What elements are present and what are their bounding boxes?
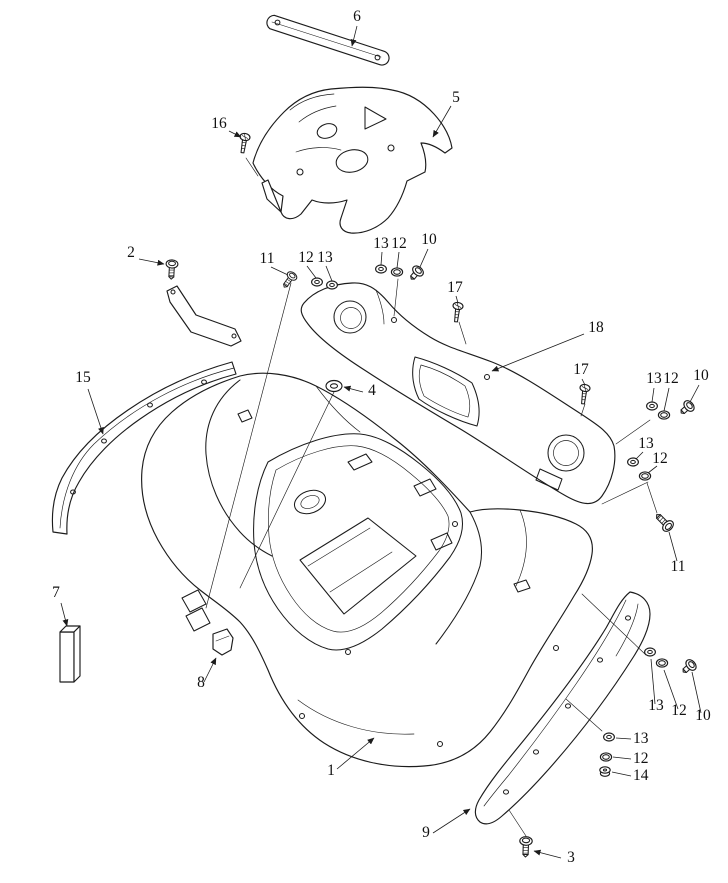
- washer-12-top: [390, 267, 404, 277]
- screw-17-left: [450, 301, 465, 324]
- bolt-3: [518, 835, 533, 858]
- part-label-9: 9: [422, 824, 430, 841]
- part-label-7: 7: [52, 584, 60, 601]
- part-label-5: 5: [452, 89, 460, 106]
- part-label-11-a: 11: [260, 250, 275, 267]
- part-label-8: 8: [197, 674, 205, 691]
- part-label-2: 2: [127, 244, 135, 261]
- washer-12-left: [311, 277, 323, 287]
- assembly-lines: [205, 157, 658, 837]
- bolt-11-left: [279, 269, 299, 291]
- part-label-18: 18: [588, 319, 604, 336]
- washer-12-right-top: [657, 410, 671, 420]
- part-label-17-b: 17: [573, 361, 589, 378]
- part-label-12-e: 12: [671, 702, 687, 719]
- bolt-10-top: [406, 263, 426, 284]
- part-label-16: 16: [211, 115, 227, 132]
- part-7-pad: [59, 625, 81, 683]
- washer-12-stack: [599, 752, 613, 762]
- part-label-15: 15: [75, 369, 91, 386]
- bolt-2: [164, 259, 179, 281]
- bolt-10-right-top: [676, 398, 697, 419]
- washer-13-left: [326, 280, 338, 290]
- part-label-10-b: 10: [421, 231, 437, 248]
- part-labels: 6 5 16 2 11 12 13 13 12 10 17 18 17 4 15…: [52, 8, 711, 866]
- part-label-13-e: 13: [648, 697, 664, 714]
- part-label-14: 14: [633, 767, 649, 784]
- washer-13-right-mid: [627, 457, 639, 467]
- part-18-instrument-panel: [300, 282, 616, 505]
- grommet-4: [325, 379, 343, 393]
- part-5-upper-cover: [252, 86, 453, 234]
- part-label-13-d: 13: [638, 435, 654, 452]
- washer-12-bottom-right: [655, 658, 669, 668]
- part-label-13-f: 13: [633, 730, 649, 747]
- part-8-clip: [212, 628, 234, 656]
- part-label-4: 4: [368, 382, 376, 399]
- part-label-3: 3: [567, 849, 575, 866]
- part-label-12-b: 12: [391, 235, 407, 252]
- part-label-12-d: 12: [652, 450, 668, 467]
- fasteners: [164, 132, 699, 858]
- leader-lines: [60, 25, 702, 859]
- part-1-main-body: [141, 372, 593, 768]
- part-6-brace-bar: [266, 14, 390, 66]
- washer-12-right-mid: [638, 471, 652, 481]
- bolt-10-bottom-right: [678, 657, 699, 678]
- screw-17-right: [577, 383, 592, 406]
- bolt-11-right: [651, 509, 676, 534]
- part-label-1: 1: [327, 762, 335, 779]
- part-label-12-f: 12: [633, 750, 649, 767]
- part-9-right-trim: [474, 591, 651, 825]
- part-label-13-a: 13: [317, 249, 333, 266]
- mounting-bracket: [166, 285, 242, 347]
- part-label-17-a: 17: [447, 279, 463, 296]
- part-label-12-c: 12: [663, 370, 679, 387]
- part-label-12-a: 12: [298, 249, 314, 266]
- washer-13-top: [375, 264, 387, 274]
- part-label-13-b: 13: [373, 235, 389, 252]
- washer-13-bottom-right: [644, 647, 656, 657]
- nut-14: [599, 766, 611, 777]
- washer-13-right-top: [646, 401, 658, 411]
- part-15-left-trim: [51, 361, 237, 535]
- washer-13-stack: [603, 732, 615, 742]
- part-label-10-c: 10: [693, 367, 709, 384]
- part-label-11-b: 11: [671, 558, 686, 575]
- part-label-13-c: 13: [646, 370, 662, 387]
- part-label-6: 6: [353, 8, 361, 25]
- part-label-10-e: 10: [695, 707, 711, 724]
